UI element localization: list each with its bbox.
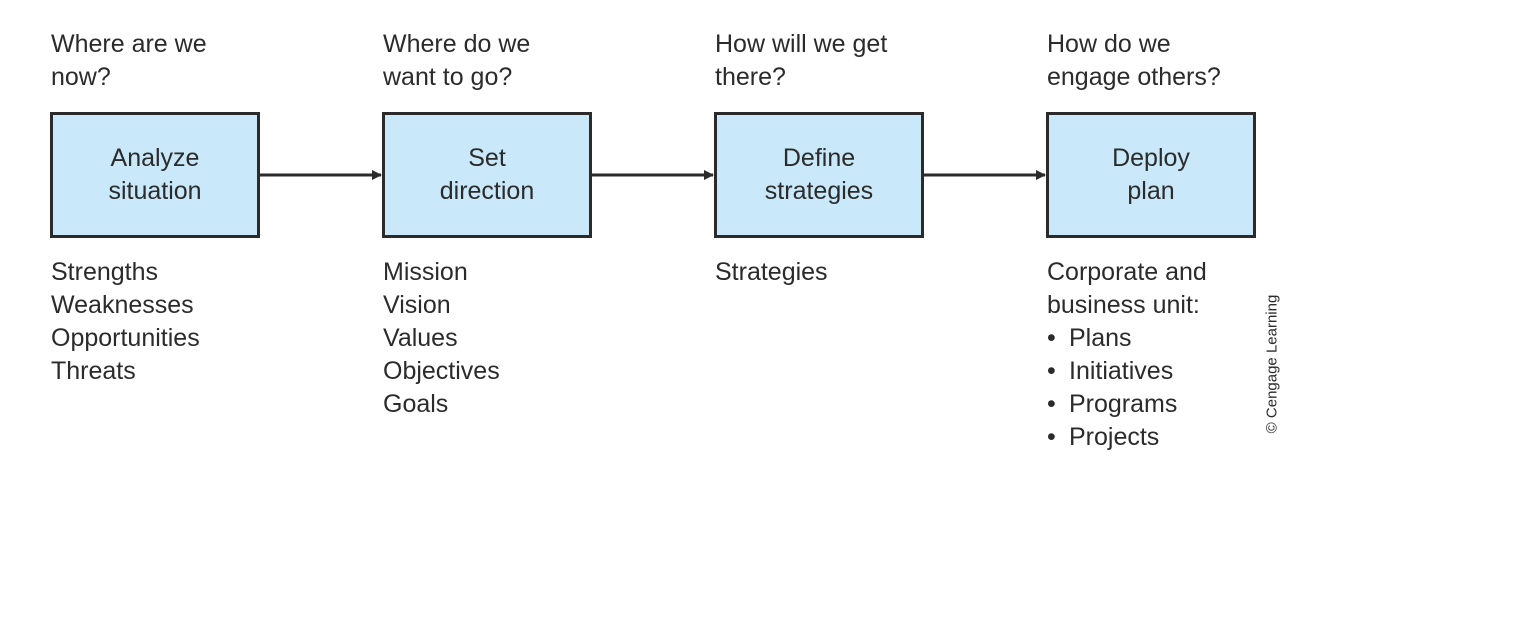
- bullet-item-label: Initiatives: [1069, 357, 1174, 385]
- set-direction-label: Set direction: [439, 144, 535, 205]
- stage-4-bullets: Plans Initiatives Programs Projects: [1047, 322, 1207, 454]
- deploy-plan-label: Deploy plan: [1112, 144, 1190, 205]
- stage-3-items: Strategies: [715, 256, 828, 289]
- stage-2-question: Where do we want to go?: [383, 30, 531, 91]
- stage-4-intro: Corporate and business unit:: [1047, 258, 1207, 319]
- bullet-item: Programs: [1047, 388, 1207, 421]
- list-item: Strategies: [715, 258, 828, 286]
- deploy-plan-box: Deploy plan: [1046, 112, 1256, 238]
- analyze-situation-box: Analyze situation: [50, 112, 260, 238]
- define-strategies-box: Define strategies: [714, 112, 924, 238]
- list-item: Opportunities: [51, 324, 200, 352]
- list-item: Goals: [383, 390, 449, 418]
- copyright-credit: © Cengage Learning: [1263, 294, 1281, 434]
- stage-4-question: How do we engage others?: [1047, 30, 1221, 91]
- stage-2-items: Mission Vision Values Objectives Goals: [383, 256, 500, 421]
- bullet-item-label: Programs: [1069, 390, 1178, 418]
- stage-1-items: Strengths Weaknesses Opportunities Threa…: [51, 256, 200, 388]
- set-direction-box: Set direction: [382, 112, 592, 238]
- list-item: Strengths: [51, 258, 159, 286]
- define-strategies-label: Define strategies: [764, 144, 874, 205]
- bullet-item: Plans: [1047, 322, 1207, 355]
- list-item: Vision: [383, 291, 451, 319]
- list-item: Threats: [51, 357, 136, 385]
- bullet-item-label: Projects: [1069, 423, 1160, 451]
- bullet-item: Initiatives: [1047, 355, 1207, 388]
- bullet-item-label: Plans: [1069, 324, 1132, 352]
- list-item: Values: [383, 324, 458, 352]
- stage-4-items: Corporate and business unit: Plans Initi…: [1047, 256, 1207, 454]
- analyze-situation-label: Analyze situation: [108, 144, 202, 205]
- list-item: Objectives: [383, 357, 500, 385]
- list-item: Weaknesses: [51, 291, 194, 319]
- bullet-item: Projects: [1047, 421, 1207, 454]
- stage-1-question: Where are we now?: [51, 30, 207, 91]
- stage-3-question: How will we get there?: [715, 30, 888, 91]
- list-item: Mission: [383, 258, 468, 286]
